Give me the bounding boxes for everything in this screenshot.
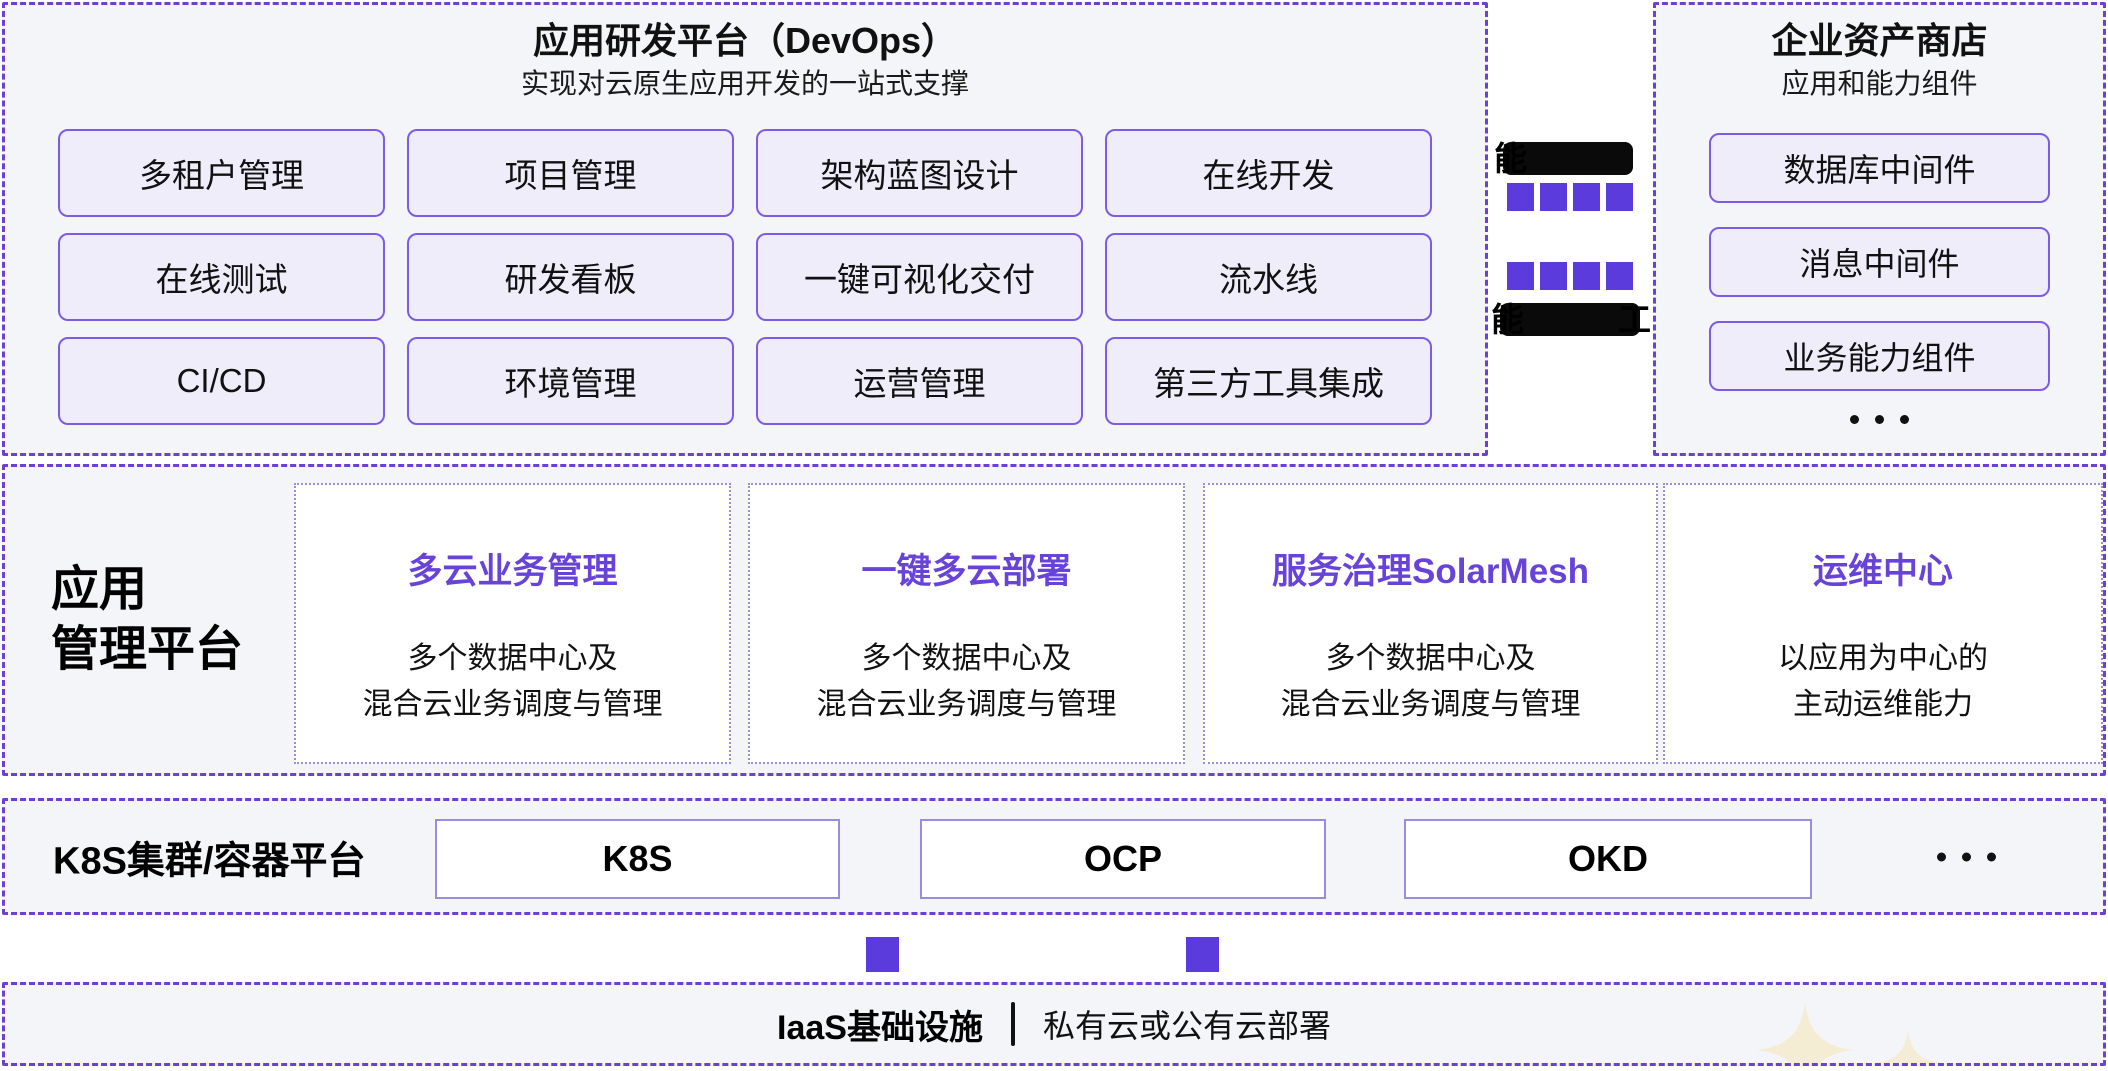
devops-panel: 应用研发平台（DevOps） 实现对云原生应用开发的一站式支撑 多租户管理 项目… [2, 2, 1488, 456]
iaas-band: IaaS基础设施 | 私有云或公有云部署 [2, 982, 2106, 1066]
k8s-band-label: K8S集群/容器平台 [53, 840, 366, 882]
iaas-desc: 私有云或公有云部署 [1042, 1008, 1331, 1044]
management-card: 服务治理SolarMesh 多个数据中心及 混合云业务调度与管理 [1203, 483, 1658, 764]
dot-icon [1850, 414, 1859, 424]
management-card-title: 运维中心 [1812, 552, 1953, 591]
square-icon [1540, 183, 1567, 211]
devops-feature-label: 在线开发 [1202, 156, 1335, 194]
connector-square-icon [866, 937, 899, 972]
devops-feature-box: 一键可视化交付 [756, 232, 1083, 321]
asset-component-box: 业务能力组件 [1709, 320, 2050, 391]
devops-feature-box: 多租户管理 [58, 128, 385, 217]
devops-panel-subtitle: 实现对云原生应用开发的一站式支撑 [520, 68, 969, 100]
capability-bridge: 能 能 工 [1490, 2, 1651, 456]
devops-feature-box: 架构蓝图设计 [756, 128, 1083, 217]
devops-feature-label: 研发看板 [504, 260, 637, 298]
iaas-title: IaaS基础设施 [777, 1008, 983, 1047]
devops-feature-label: 在线测试 [155, 260, 288, 298]
k8s-platform-box: K8S [435, 819, 840, 899]
asset-component-label: 业务能力组件 [1783, 339, 1976, 376]
app-management-band: 应用 管理平台 多云业务管理 多个数据中心及 混合云业务调度与管理 一键多云部署… [2, 464, 2106, 776]
asset-store-subtitle: 应用和能力组件 [1781, 68, 1978, 100]
devops-feature-box: 第三方工具集成 [1105, 336, 1432, 425]
devops-feature-label: 项目管理 [504, 156, 637, 194]
management-card: 运维中心 以应用为中心的 主动运维能力 [1663, 483, 2103, 764]
asset-component-box: 消息中间件 [1709, 226, 2050, 297]
redacted-label-top: 能 [1494, 142, 1633, 175]
devops-feature-label: 架构蓝图设计 [820, 156, 1019, 194]
devops-feature-box: 运营管理 [756, 336, 1083, 425]
management-card: 一键多云部署 多个数据中心及 混合云业务调度与管理 [748, 483, 1185, 764]
divider-bar: | [1010, 1002, 1015, 1046]
more-dots-icon [1656, 414, 2103, 424]
devops-feature-box: 流水线 [1105, 232, 1432, 321]
dot-icon [1937, 852, 1946, 861]
k8s-band: K8S集群/容器平台 K8S OCP OKD [2, 798, 2106, 915]
devops-feature-box: 在线测试 [58, 232, 385, 321]
k8s-platform-label: OCP [1083, 838, 1162, 879]
devops-feature-label: CI/CD [176, 361, 267, 399]
square-icon [1573, 183, 1600, 211]
asset-component-label: 消息中间件 [1799, 245, 1960, 282]
management-card-desc: 以应用为中心的 主动运维能力 [1778, 642, 1988, 721]
dot-icon [1962, 852, 1971, 861]
devops-feature-box: 研发看板 [407, 232, 734, 321]
asset-component-box: 数据库中间件 [1709, 132, 2050, 203]
connector-square-icon [1186, 937, 1219, 972]
devops-feature-label: 环境管理 [504, 364, 637, 402]
asset-component-label: 数据库中间件 [1783, 151, 1976, 188]
sparkle-icon [1875, 1030, 1941, 1063]
devops-feature-label: 运营管理 [853, 364, 986, 402]
more-dots-icon [1937, 852, 1996, 861]
management-card-desc: 多个数据中心及 混合云业务调度与管理 [362, 642, 663, 721]
square-icon [1606, 262, 1633, 290]
square-icon [1573, 262, 1600, 290]
square-icon [1606, 183, 1633, 211]
devops-feature-box: 项目管理 [407, 128, 734, 217]
dot-icon [1987, 852, 1996, 861]
redacted-label-top-visible-char: 能 [1494, 140, 1527, 177]
k8s-platform-label: K8S [602, 838, 673, 879]
redacted-label-bottom-visible-char-left: 能 [1491, 301, 1524, 338]
devops-feature-box: 在线开发 [1105, 128, 1432, 217]
dot-icon [1900, 414, 1909, 424]
management-card: 多云业务管理 多个数据中心及 混合云业务调度与管理 [294, 483, 731, 764]
devops-feature-label: 第三方工具集成 [1153, 364, 1384, 402]
asset-store-title: 企业资产商店 [1771, 20, 1988, 61]
redacted-label-bottom-visible-char-right: 工 [1618, 301, 1651, 338]
management-card-desc: 多个数据中心及 混合云业务调度与管理 [816, 642, 1117, 721]
devops-feature-box: 环境管理 [407, 336, 734, 425]
app-management-label: 应用 管理平台 [51, 563, 244, 676]
square-icon [1507, 183, 1534, 211]
devops-feature-grid: 多租户管理 项目管理 架构蓝图设计 在线开发 在线测试 [58, 128, 1432, 425]
devops-panel-title: 应用研发平台（DevOps） [532, 20, 958, 61]
management-card-title: 一键多云部署 [861, 552, 1072, 591]
asset-component-list: 数据库中间件 消息中间件 业务能力组件 [1709, 132, 2050, 391]
dot-icon [1875, 414, 1884, 424]
management-card-desc: 多个数据中心及 混合云业务调度与管理 [1280, 642, 1581, 721]
management-card-title: 多云业务管理 [407, 552, 618, 591]
sparkle-icon [1757, 1002, 1853, 1063]
k8s-platform-box: OKD [1404, 819, 1812, 899]
management-card-title: 服务治理SolarMesh [1272, 552, 1589, 591]
redacted-label-bottom: 能 工 [1491, 303, 1651, 336]
devops-feature-box: CI/CD [58, 336, 385, 425]
squares-row-icon [1507, 183, 1633, 211]
k8s-platform-box: OCP [920, 819, 1326, 899]
asset-store-panel: 企业资产商店 应用和能力组件 数据库中间件 消息中间件 业务能力组件 [1653, 2, 2106, 456]
devops-feature-label: 多租户管理 [139, 156, 304, 194]
square-icon [1507, 262, 1534, 290]
square-icon [1540, 262, 1567, 290]
squares-row-icon [1507, 262, 1633, 290]
devops-feature-label: 流水线 [1219, 260, 1318, 298]
devops-feature-label: 一键可视化交付 [804, 260, 1035, 298]
k8s-platform-label: OKD [1568, 838, 1648, 879]
